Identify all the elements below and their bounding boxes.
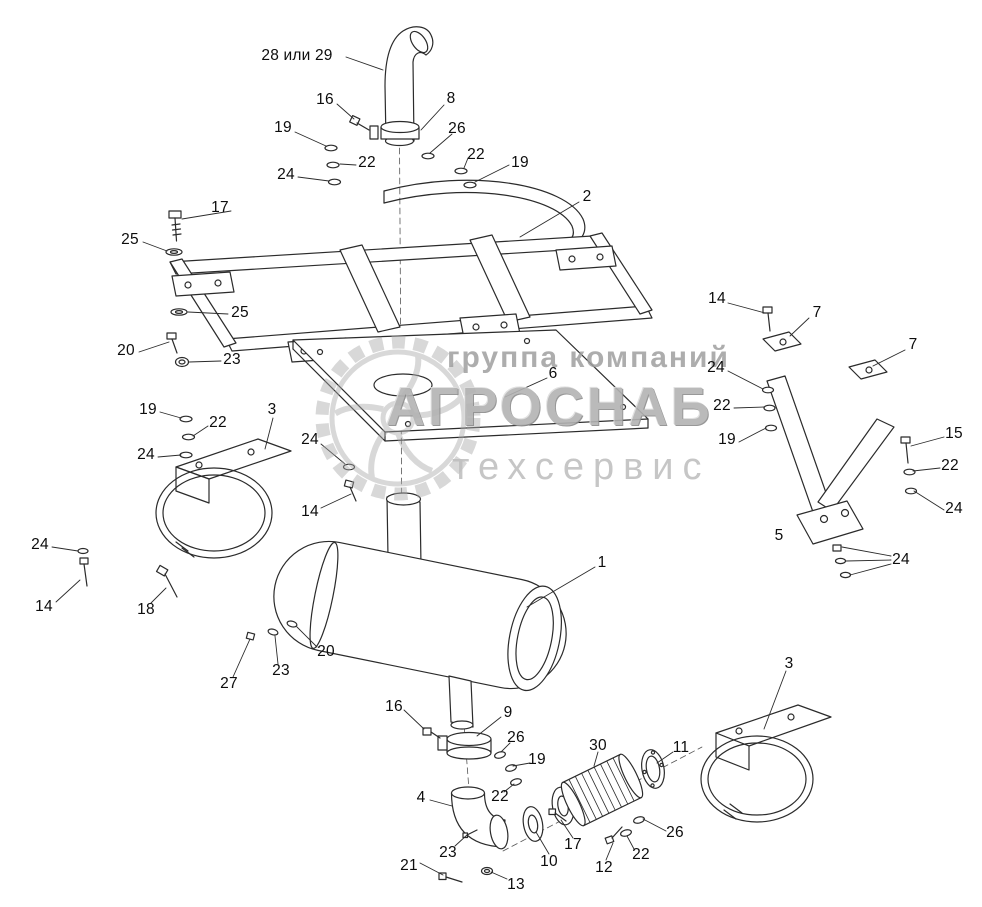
part-label: 22 bbox=[209, 414, 227, 431]
v-support-bracket bbox=[761, 306, 918, 579]
part-label: 10 bbox=[540, 853, 558, 870]
part-label: 19 bbox=[274, 119, 292, 136]
part-label: 9 bbox=[503, 704, 513, 721]
clamp-band-right bbox=[700, 704, 832, 823]
part-label: 23 bbox=[223, 351, 241, 368]
part-label: 11 bbox=[672, 739, 690, 756]
muffler-body bbox=[273, 540, 567, 692]
outlet-clamp bbox=[422, 727, 522, 786]
part-label: 24 bbox=[137, 446, 155, 463]
outlet-elbow bbox=[450, 786, 509, 850]
part-label: 22 bbox=[491, 788, 509, 805]
part-label: 26 bbox=[666, 824, 684, 841]
part-label: 7 bbox=[812, 304, 822, 321]
flange-ring bbox=[641, 749, 665, 789]
part-label: 24 bbox=[277, 166, 295, 183]
part-label: 23 bbox=[439, 844, 457, 861]
part-label: 3 bbox=[267, 401, 277, 418]
bottom-hardware bbox=[438, 808, 645, 883]
part-label: 24 bbox=[892, 551, 910, 568]
fastener-hardware bbox=[77, 144, 477, 641]
part-label: 26 bbox=[448, 120, 466, 137]
part-label: 13 bbox=[507, 876, 525, 893]
part-label: 23 bbox=[272, 662, 290, 679]
gasket-ring bbox=[522, 806, 544, 842]
muffler-outlet-stub bbox=[448, 675, 474, 730]
part-label: 16 bbox=[316, 91, 334, 108]
part-label: 20 bbox=[117, 342, 135, 359]
part-label: 5 bbox=[774, 527, 784, 544]
part-label: 7 bbox=[908, 336, 918, 353]
part-label: 2 bbox=[582, 188, 592, 205]
part-label: 15 bbox=[945, 425, 963, 442]
part-label: 22 bbox=[632, 846, 650, 863]
part-label: 17 bbox=[564, 836, 582, 853]
stack-clamp bbox=[349, 114, 420, 140]
part-label: 20 bbox=[317, 643, 335, 660]
part-label: 22 bbox=[467, 146, 485, 163]
heat-shield-plate bbox=[292, 329, 649, 442]
leader-lines bbox=[51, 56, 945, 880]
part-label: 3 bbox=[784, 655, 794, 672]
part-label: 26 bbox=[507, 729, 525, 746]
part-label: 28 или 29 bbox=[261, 47, 333, 64]
part-label: 24 bbox=[945, 500, 963, 517]
clamp-band-left bbox=[155, 438, 292, 559]
part-label: 14 bbox=[708, 290, 726, 307]
part-label: 19 bbox=[718, 431, 736, 448]
part-label: 8 bbox=[446, 90, 456, 107]
part-label: 22 bbox=[358, 154, 376, 171]
part-label: 19 bbox=[528, 751, 546, 768]
part-label: 6 bbox=[548, 365, 558, 382]
part-label: 21 bbox=[400, 857, 418, 874]
bellows bbox=[560, 753, 644, 827]
part-label: 14 bbox=[301, 503, 319, 520]
part-label: 30 bbox=[589, 737, 607, 754]
part-label: 19 bbox=[139, 401, 157, 418]
part-label: 25 bbox=[121, 231, 139, 248]
part-label: 22 bbox=[941, 457, 959, 474]
part-label: 4 bbox=[416, 789, 426, 806]
part-label: 22 bbox=[713, 397, 731, 414]
part-label: 27 bbox=[220, 675, 238, 692]
part-label: 16 bbox=[385, 698, 403, 715]
part-label: 12 bbox=[595, 859, 613, 876]
part-label: 18 bbox=[137, 601, 155, 618]
part-label: 17 bbox=[211, 199, 229, 216]
part-label: 14 bbox=[35, 598, 53, 615]
part-label: 24 bbox=[31, 536, 49, 553]
part-label: 19 bbox=[511, 154, 529, 171]
part-label: 1 bbox=[597, 554, 607, 571]
part-label: 25 bbox=[231, 304, 249, 321]
part-label: 24 bbox=[301, 431, 319, 448]
part-label: 24 bbox=[707, 359, 725, 376]
